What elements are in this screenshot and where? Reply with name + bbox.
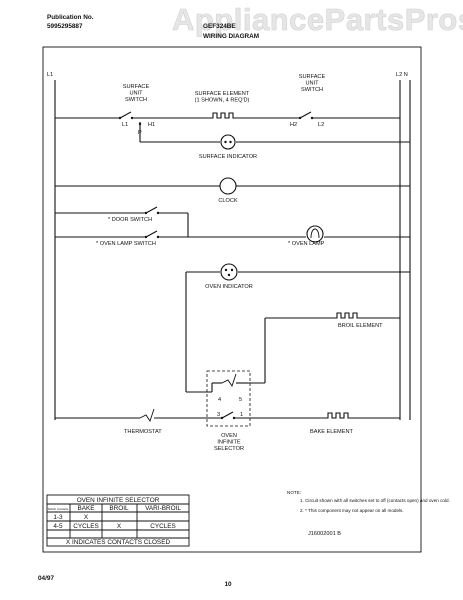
- note-1: 1. Circuit shown with all switches set t…: [300, 498, 450, 503]
- table-cell: CYCLES: [73, 523, 99, 530]
- table-cell: 1-3: [53, 514, 63, 521]
- clock-circuit: CLOCK: [55, 177, 410, 204]
- clock-label: CLOCK: [218, 198, 238, 204]
- table-header-contacts: Switch Contacts: [48, 507, 69, 511]
- thermostat-label: THERMOSTAT: [124, 429, 162, 435]
- page-number: 10: [224, 581, 232, 588]
- door-switch-label: * DOOR SWITCH: [108, 217, 152, 223]
- table-header-broil: BROIL: [109, 505, 129, 512]
- clock-icon: [219, 177, 237, 195]
- bake-circuit: [55, 408, 400, 423]
- notes-heading: NOTE:: [287, 490, 301, 495]
- terminal-p: P: [138, 130, 142, 136]
- selector-terminal-4: 4: [218, 397, 221, 403]
- oven-indicator-circuit: OVEN INDICATOR: [185, 263, 410, 392]
- terminal-l1: L1: [122, 122, 128, 128]
- surface-indicator-label: SURFACE INDICATOR: [199, 154, 257, 160]
- line-l1-label: L1: [47, 72, 53, 78]
- broil-element-label: BROIL ELEMENT: [338, 323, 383, 329]
- table-header-vari-broil: VARI-BROIL: [145, 505, 181, 512]
- selector-terminal-1: 1: [240, 412, 243, 418]
- surface-element: SURFACE ELEMENT(1 SHOWN, 4 REQ'D): [195, 91, 250, 119]
- broil-element: BROIL ELEMENT: [248, 312, 400, 384]
- table-cell: CYCLES: [150, 523, 176, 530]
- table-footer: X INDICATES CONTACTS CLOSED: [66, 539, 171, 546]
- surface-element-label: SURFACE ELEMENT(1 SHOWN, 4 REQ'D): [195, 91, 250, 104]
- oven-indicator-icon: [220, 263, 238, 281]
- selector-table: OVEN INFINITE SELECTOR Switch Contacts B…: [46, 494, 190, 547]
- surface-indicator: SURFACE INDICATOR: [199, 134, 257, 160]
- oven-lamp-switch-label: * OVEN LAMP SWITCH: [96, 241, 156, 247]
- selector-terminal-5: 5: [239, 397, 242, 403]
- terminal-l2: L2: [318, 122, 324, 128]
- footer-date: 04/97: [38, 575, 54, 582]
- notes: NOTE: 1. Circuit shown with all switches…: [287, 490, 450, 513]
- table-cell: X: [84, 514, 89, 521]
- oven-indicator-label: OVEN INDICATOR: [205, 284, 253, 290]
- note-2: 2. * This component may not appear on al…: [300, 508, 404, 513]
- oven-lamp-circuit: * OVEN LAMP SWITCH: [55, 230, 410, 247]
- surface-circuit: [55, 117, 410, 143]
- lamp-icon: [306, 225, 324, 243]
- table-cell: 4-5: [53, 523, 63, 530]
- oven-lamp-label: * OVEN LAMP: [288, 241, 325, 247]
- selector-terminal-3: 3: [217, 412, 220, 418]
- publication-label: Publication No.: [47, 14, 94, 21]
- table-header-bake: BAKE: [77, 505, 94, 512]
- drawing-number: J16002001 B: [308, 531, 341, 537]
- bake-element-label: BAKE ELEMENT: [310, 429, 353, 435]
- oven-lamp: * OVEN LAMP: [288, 225, 325, 247]
- table-cell: X: [117, 523, 122, 530]
- watermark: AppliancePartsPros.com: [172, 2, 463, 37]
- publication-number: 5995295887: [47, 23, 83, 30]
- door-switch-circuit: * DOOR SWITCH: [55, 206, 189, 237]
- table-title: OVEN INFINITE SELECTOR: [77, 497, 160, 504]
- model-number: GEF324BE: [203, 23, 236, 30]
- line-l2n-label: L2 N: [396, 72, 408, 78]
- terminal-h2: H2: [290, 122, 297, 128]
- terminal-h1: H1: [148, 122, 155, 128]
- page-title: WIRING DIAGRAM: [203, 33, 259, 40]
- diagram-frame: [42, 46, 422, 553]
